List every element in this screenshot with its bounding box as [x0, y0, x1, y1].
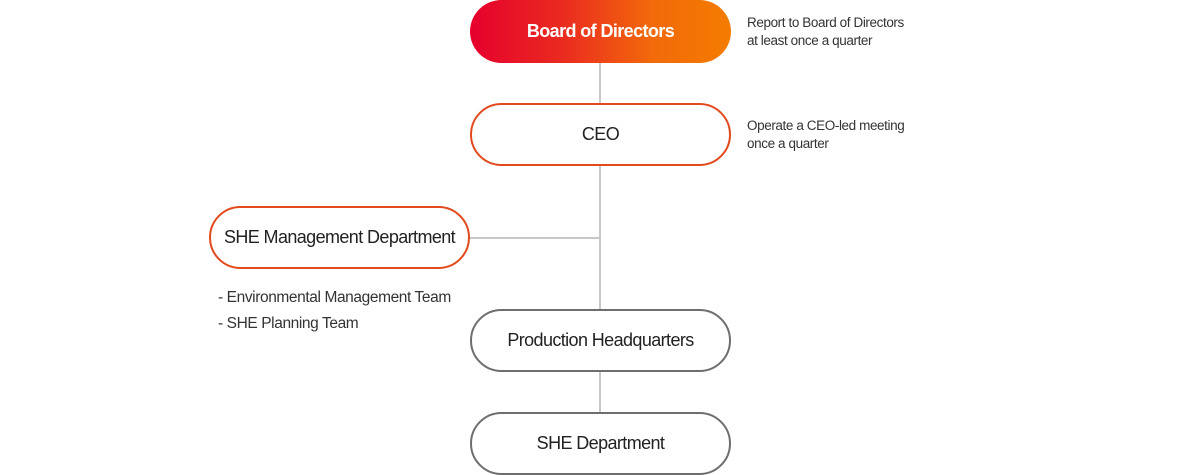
she-management-department-label: SHE Management Department [223, 227, 456, 247]
she-department-label: SHE Department [536, 433, 665, 453]
board-of-directors-node: Board of Directors [470, 0, 731, 63]
ceo-label: CEO [581, 124, 620, 144]
team-list-item: - Environmental Management Team [218, 289, 451, 306]
ceo-node: CEO [470, 103, 731, 166]
connector-production-she [599, 371, 601, 414]
board-note: Report to Board of Directors at least on… [747, 14, 904, 50]
she-management-department-node: SHE Management Department [209, 206, 470, 269]
connector-board-ceo [599, 62, 601, 104]
board-note-line: at least once a quarter [747, 33, 873, 48]
ceo-note-line: Operate a CEO-led meeting [747, 118, 905, 133]
ceo-note-line: once a quarter [747, 136, 829, 151]
production-headquarters-node: Production Headquarters [470, 309, 731, 372]
team-list-item: - SHE Planning Team [218, 315, 359, 332]
connector-she-management [468, 237, 601, 239]
board-note-line: Report to Board of Directors [747, 15, 904, 30]
she-management-team-list: - Environmental Management Team - SHE Pl… [218, 288, 451, 340]
she-department-node: SHE Department [470, 412, 731, 475]
board-of-directors-label: Board of Directors [526, 21, 675, 41]
ceo-note: Operate a CEO-led meeting once a quarter [747, 117, 905, 153]
production-headquarters-label: Production Headquarters [507, 330, 694, 350]
